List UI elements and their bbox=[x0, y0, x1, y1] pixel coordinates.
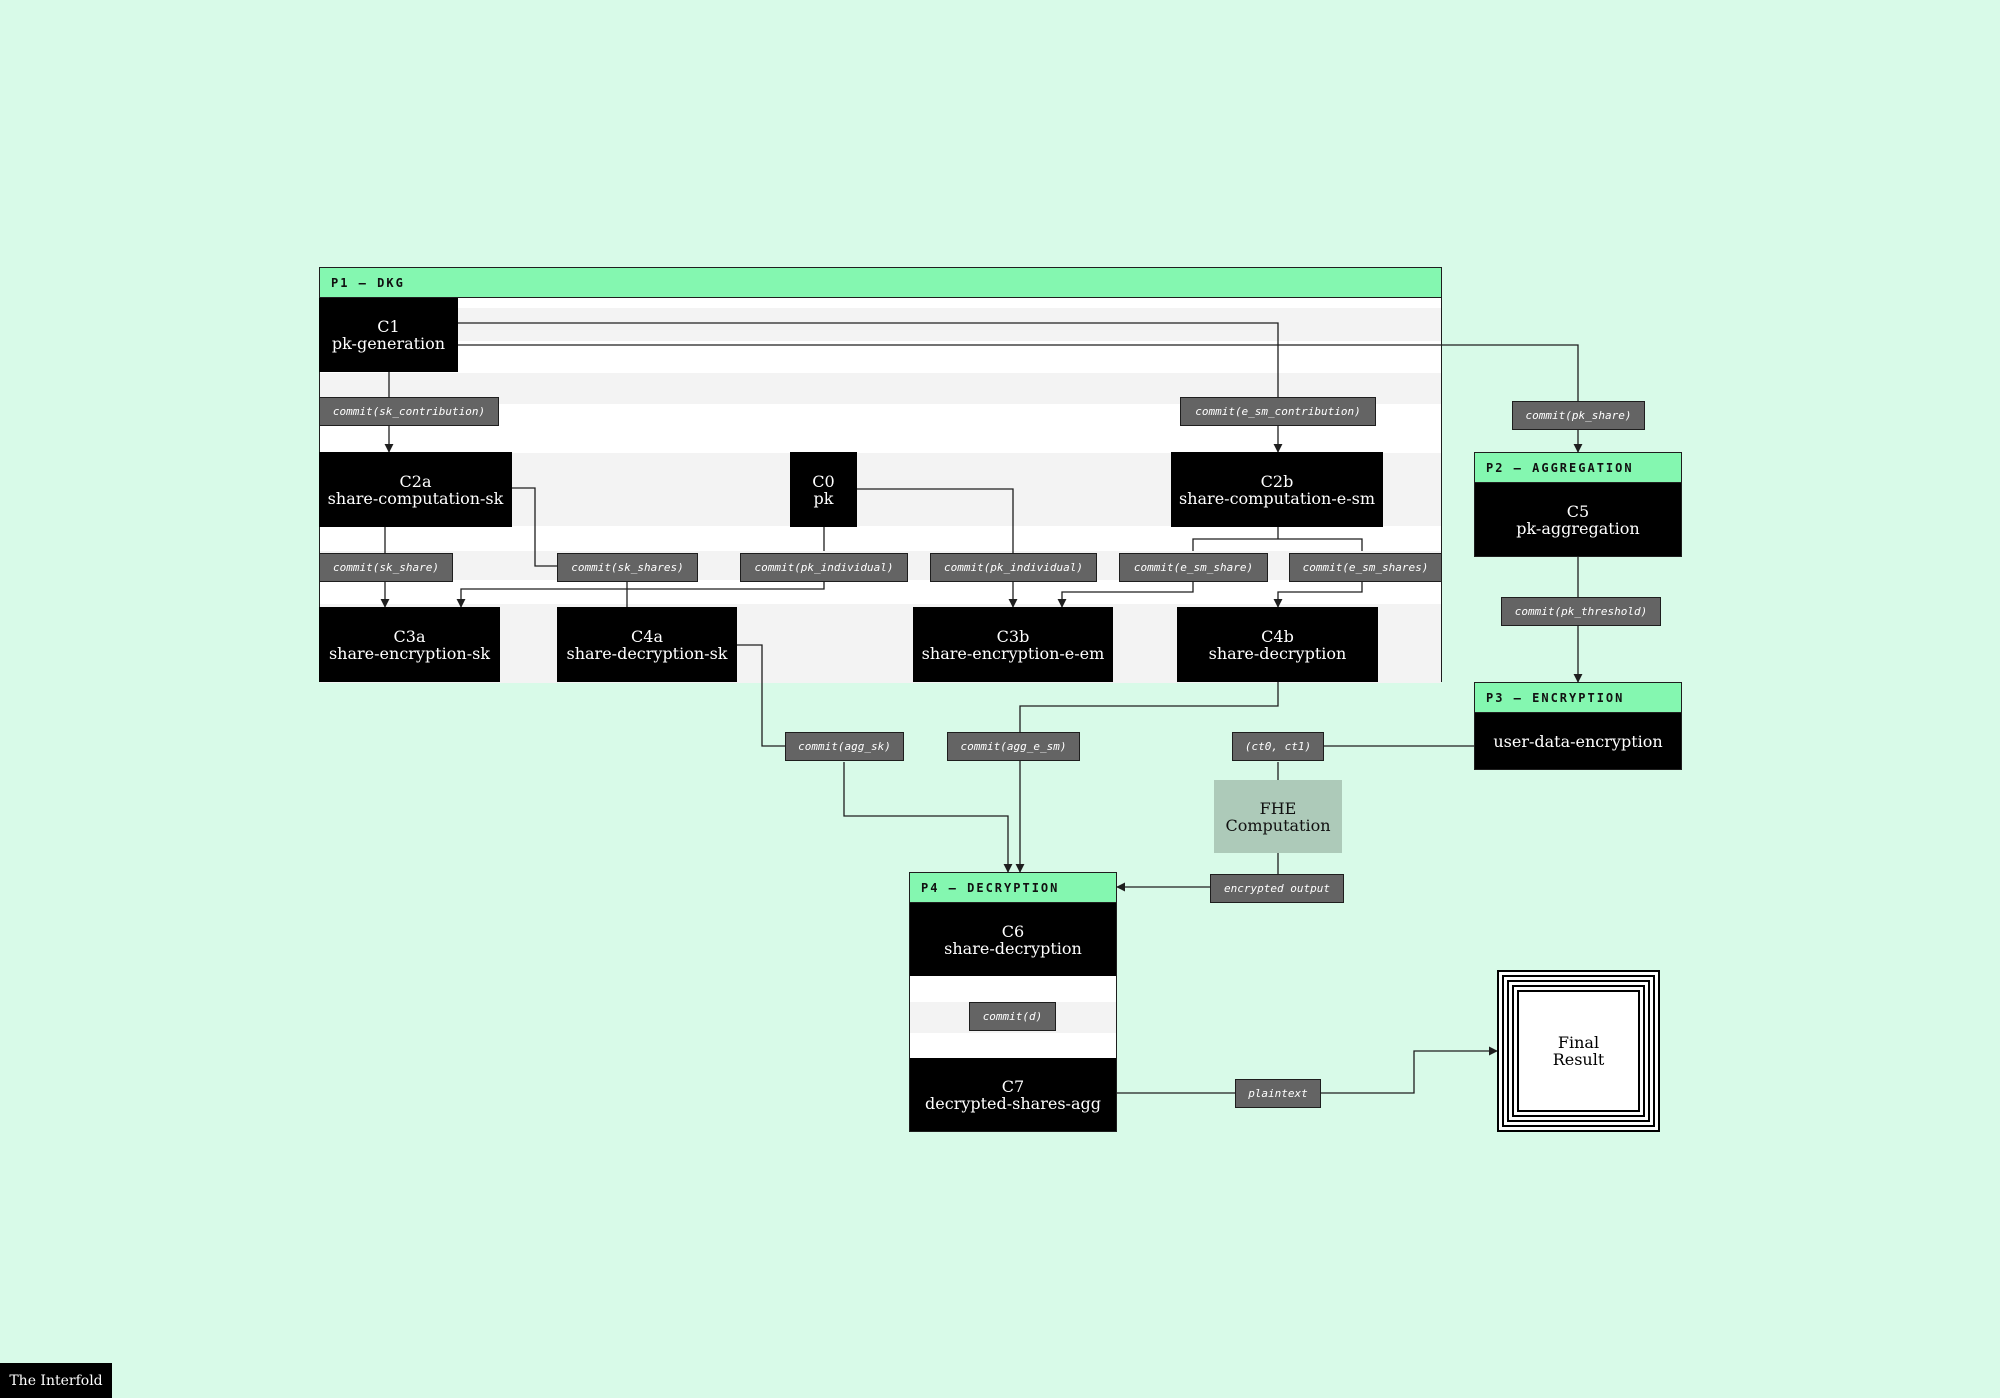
node-label: share-decryption bbox=[1208, 643, 1347, 663]
commit-agg-e-sm[interactable]: commit(agg_e_sm) bbox=[947, 732, 1080, 761]
fhe-label-line1: FHE bbox=[1259, 798, 1297, 818]
commit-sk-contribution[interactable]: commit(sk_contribution) bbox=[319, 397, 499, 426]
wire-plaintext-final bbox=[1321, 1046, 1498, 1094]
node-label: share-computation-sk bbox=[327, 488, 504, 508]
fhe-label-line2: Computation bbox=[1225, 815, 1331, 835]
node-id: C4b bbox=[1261, 626, 1294, 646]
commit-ct[interactable]: (ct0, ct1) bbox=[1232, 732, 1324, 761]
wire-c2b-split bbox=[1192, 527, 1363, 551]
node-label: share-decryption-sk bbox=[566, 643, 728, 663]
node-c2b[interactable]: C2b share-computation-e-sm bbox=[1171, 452, 1383, 527]
node-id: C6 bbox=[1001, 921, 1025, 941]
node-id: C2b bbox=[1260, 471, 1294, 491]
wire-c2a-c4a bbox=[512, 487, 557, 567]
node-c5[interactable]: C5 pk-aggregation bbox=[1475, 483, 1681, 556]
node-c4b[interactable]: C4b share-decryption bbox=[1177, 607, 1378, 682]
node-label: decrypted-shares-agg bbox=[925, 1093, 1101, 1113]
node-label: user-data-encryption bbox=[1493, 731, 1663, 751]
commit-sk-shares[interactable]: commit(sk_shares) bbox=[557, 553, 698, 582]
node-c3a[interactable]: C3a share-encryption-sk bbox=[319, 607, 500, 682]
commit-pk-share[interactable]: commit(pk_share) bbox=[1512, 401, 1645, 430]
node-user-data-encryption[interactable]: user-data-encryption bbox=[1475, 713, 1681, 769]
node-label: share-computation-e-sm bbox=[1178, 488, 1375, 508]
final-label-line2: Result bbox=[1552, 1050, 1605, 1069]
node-id: C2a bbox=[399, 471, 432, 491]
node-c2a[interactable]: C2a share-computation-sk bbox=[319, 452, 512, 527]
node-label: share-decryption bbox=[944, 938, 1082, 958]
final-result-box[interactable]: Final Result bbox=[1517, 990, 1640, 1112]
wire-c1-c5 bbox=[458, 344, 1583, 453]
commit-sk-share[interactable]: commit(sk_share) bbox=[319, 553, 453, 582]
node-c4a[interactable]: C4a share-decryption-sk bbox=[557, 607, 737, 682]
commit-encrypted-output[interactable]: encrypted output bbox=[1210, 874, 1344, 903]
node-id: C4a bbox=[631, 626, 663, 646]
wire-c4b-p4 bbox=[1015, 682, 1279, 873]
commit-e-sm-contribution[interactable]: commit(e_sm_contribution) bbox=[1180, 397, 1376, 426]
wire-c0-c3a bbox=[461, 527, 825, 607]
node-id: C7 bbox=[1001, 1076, 1025, 1096]
node-c3b[interactable]: C3b share-encryption-e-em bbox=[913, 607, 1113, 682]
node-label: pk-generation bbox=[331, 334, 446, 353]
wire-c0-c3b bbox=[857, 488, 1018, 608]
wire-esmshare-c3b bbox=[1057, 579, 1194, 608]
wire-c4a-p4 bbox=[737, 644, 1008, 872]
node-c6[interactable]: C6 share-decryption bbox=[910, 903, 1116, 976]
commit-e-sm-share[interactable]: commit(e_sm_share) bbox=[1119, 553, 1268, 582]
wire-esmshares-c4b bbox=[1273, 579, 1363, 608]
node-c7[interactable]: C7 decrypted-shares-agg bbox=[910, 1058, 1116, 1131]
commit-pk-threshold[interactable]: commit(pk_threshold) bbox=[1501, 597, 1661, 626]
node-id: C5 bbox=[1566, 501, 1590, 521]
final-label-line1: Final bbox=[1557, 1033, 1600, 1052]
node-label: share-encryption-e-em bbox=[921, 643, 1105, 663]
commit-agg-sk[interactable]: commit(agg_sk) bbox=[785, 732, 904, 761]
node-label: share-encryption-sk bbox=[328, 643, 491, 663]
band bbox=[320, 308, 1441, 341]
phase-p3-header: P3 — ENCRYPTION bbox=[1475, 683, 1681, 713]
node-c1[interactable]: C1 pk-generation bbox=[319, 298, 458, 372]
commit-pk-individual-c0-c3a[interactable]: commit(pk_individual) bbox=[740, 553, 908, 582]
phase-p1-header: P1 — DKG bbox=[320, 268, 1441, 298]
node-c0[interactable]: C0 pk bbox=[790, 452, 857, 527]
commit-d[interactable]: commit(d) bbox=[969, 1002, 1056, 1031]
brand-logo: The Interfold bbox=[0, 1363, 112, 1398]
commit-pk-individual-c0-c3b[interactable]: commit(pk_individual) bbox=[930, 553, 1097, 582]
phase-p2-header: P2 — AGGREGATION bbox=[1475, 453, 1681, 483]
fhe-computation-box[interactable]: FHE Computation bbox=[1214, 780, 1342, 853]
node-id: C1 bbox=[377, 317, 400, 336]
node-id: C3a bbox=[393, 626, 426, 646]
node-id: C0 bbox=[812, 471, 835, 491]
wire-c1-c2b bbox=[458, 322, 1283, 453]
node-id: C3b bbox=[996, 626, 1030, 646]
node-label: pk-aggregation bbox=[1516, 518, 1640, 538]
node-label: pk bbox=[813, 488, 834, 508]
commit-e-sm-shares[interactable]: commit(e_sm_shares) bbox=[1289, 553, 1442, 582]
commit-plaintext[interactable]: plaintext bbox=[1235, 1079, 1321, 1108]
